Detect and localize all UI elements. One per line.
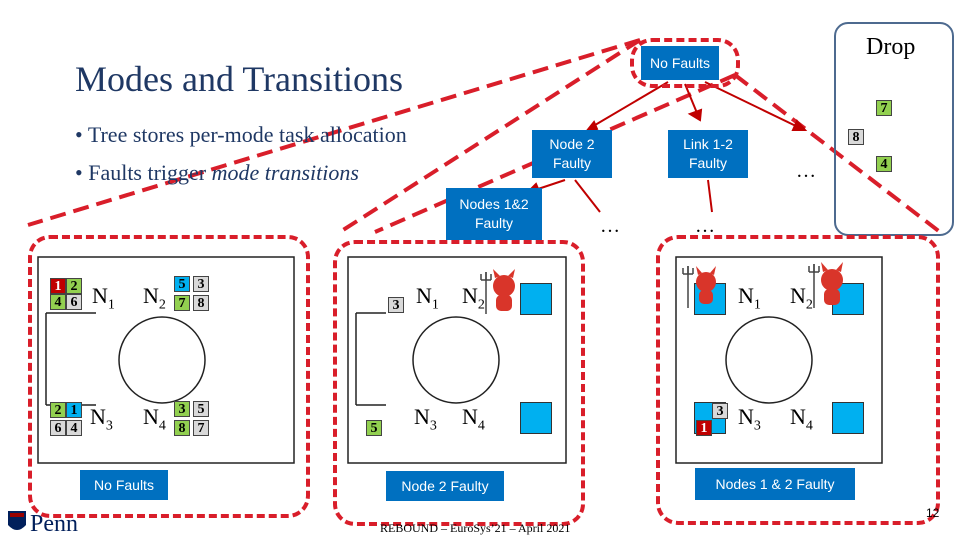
node-label: N4 [462, 404, 485, 434]
panel-nodes12-faulty [656, 235, 940, 525]
devil-icon [808, 262, 843, 308]
drop-task: 7 [876, 100, 892, 116]
svg-text:Penn: Penn [30, 511, 78, 537]
task-chip: 1 [696, 420, 712, 436]
task-chip: 1 [66, 402, 82, 418]
panel-label: Node 2 Faulty [386, 471, 504, 501]
panel-no-faults [28, 235, 310, 518]
task-chip: 5 [366, 420, 382, 436]
task-chip: 6 [50, 420, 66, 436]
task-chip: 3 [193, 276, 209, 292]
ellipsis: … [796, 160, 816, 182]
task-chip: 5 [174, 276, 190, 292]
drop-task: 8 [848, 129, 864, 145]
node-label: N3 [90, 404, 113, 434]
faulty-node-block [520, 283, 552, 315]
node-label: N2 [143, 283, 166, 313]
node-block [520, 402, 552, 434]
mode-no-faults: No Faults [641, 46, 719, 80]
drop-label: Drop [866, 34, 916, 60]
task-chip: 4 [66, 420, 82, 436]
zoom-line-left [27, 38, 641, 227]
mode-nodes12-faulty: Nodes 1&2 Faulty [446, 188, 542, 240]
ellipsis: … [695, 215, 715, 237]
panel2-topology [347, 256, 567, 464]
node-label: N4 [143, 404, 166, 434]
node-label: N3 [738, 404, 761, 434]
penn-logo: Penn [4, 507, 114, 544]
drop-task: 4 [876, 156, 892, 172]
task-chip: 8 [174, 420, 190, 436]
footer-text: REBOUND – EuroSys’21 – April 2021 [380, 521, 571, 535]
task-chip: 4 [50, 294, 66, 310]
task-chip: 3 [712, 403, 728, 419]
task-chip: 6 [66, 294, 82, 310]
node-label: N4 [790, 404, 813, 434]
task-chip: 3 [388, 297, 404, 313]
node-label: N2 [790, 283, 813, 313]
task-chip: 8 [193, 295, 209, 311]
penn-shield-icon: Penn [8, 511, 78, 537]
zoom-line-right [733, 73, 942, 234]
panel-label: No Faults [80, 470, 168, 500]
task-chip: 7 [174, 295, 190, 311]
bullet-item: • Faults trigger mode transitions [75, 160, 359, 185]
mode-link12-faulty: Link 1-2 Faulty [668, 130, 748, 178]
task-chip: 2 [66, 278, 82, 294]
devil-icon [682, 266, 716, 308]
page-title: Modes and Transitions [75, 59, 404, 99]
bullet-list: • Tree stores per-mode task allocation •… [75, 122, 407, 198]
node-label: N2 [462, 283, 485, 313]
devil-icon [480, 269, 515, 314]
ellipsis: … [600, 215, 620, 237]
highlight-root [630, 38, 740, 88]
mode-node2-faulty: Node 2 Faulty [532, 130, 612, 178]
task-chip: 7 [193, 420, 209, 436]
task-chip: 3 [174, 401, 190, 417]
panel-label: Nodes 1 & 2 Faulty [695, 468, 855, 500]
node-label: N1 [738, 283, 761, 313]
node-label: N3 [414, 404, 437, 434]
panel-node2-faulty [333, 240, 585, 526]
panel3-topology [675, 256, 883, 464]
task-chip: 1 [50, 278, 66, 294]
node-label: N1 [416, 283, 439, 313]
task-chip: 5 [193, 401, 209, 417]
node-block [832, 402, 864, 434]
node-label: N1 [92, 283, 115, 313]
task-chip: 2 [50, 402, 66, 418]
bullet-item: • Tree stores per-mode task allocation [75, 122, 407, 147]
page-number: 12 [926, 506, 940, 520]
